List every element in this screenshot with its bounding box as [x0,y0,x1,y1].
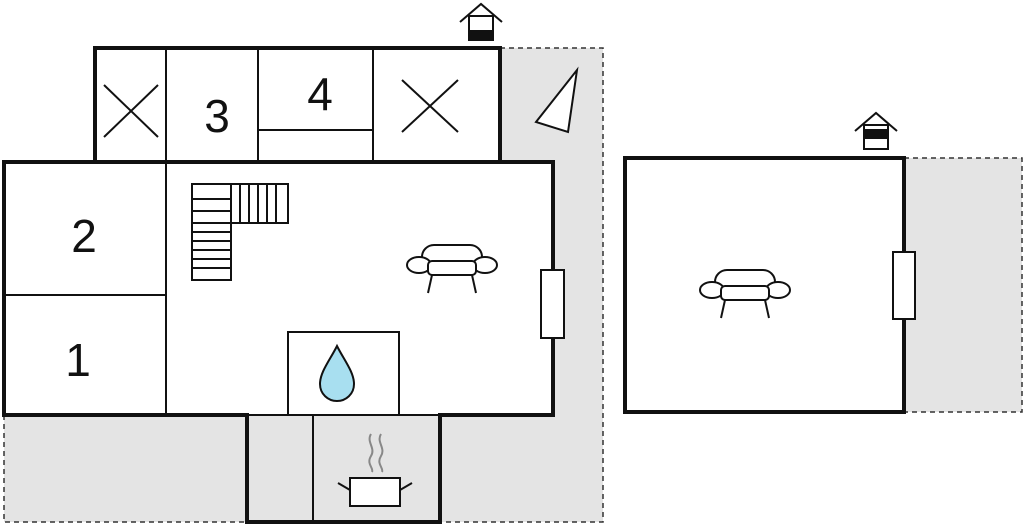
room-4-label: 4 [307,68,333,120]
room-1-label: 1 [65,334,91,386]
water-feature-box [287,331,400,416]
house-entrance-icon [854,111,898,150]
window-icon [892,251,916,320]
main-building [2,46,555,524]
terrace-right [903,157,1023,413]
house-entrance-icon [459,2,503,41]
room-3-label: 3 [204,90,230,142]
sofa-icon [699,269,791,319]
staircase-icon [191,183,289,281]
compass-icon [534,66,579,134]
cooking-pot-icon [337,433,413,507]
water-drop-icon [318,343,356,403]
bath-x-mark-left [103,84,159,138]
window-icon [540,269,565,339]
sofa-icon [406,244,498,294]
room-2-label: 2 [71,210,97,262]
bath-x-mark-right [401,79,459,133]
